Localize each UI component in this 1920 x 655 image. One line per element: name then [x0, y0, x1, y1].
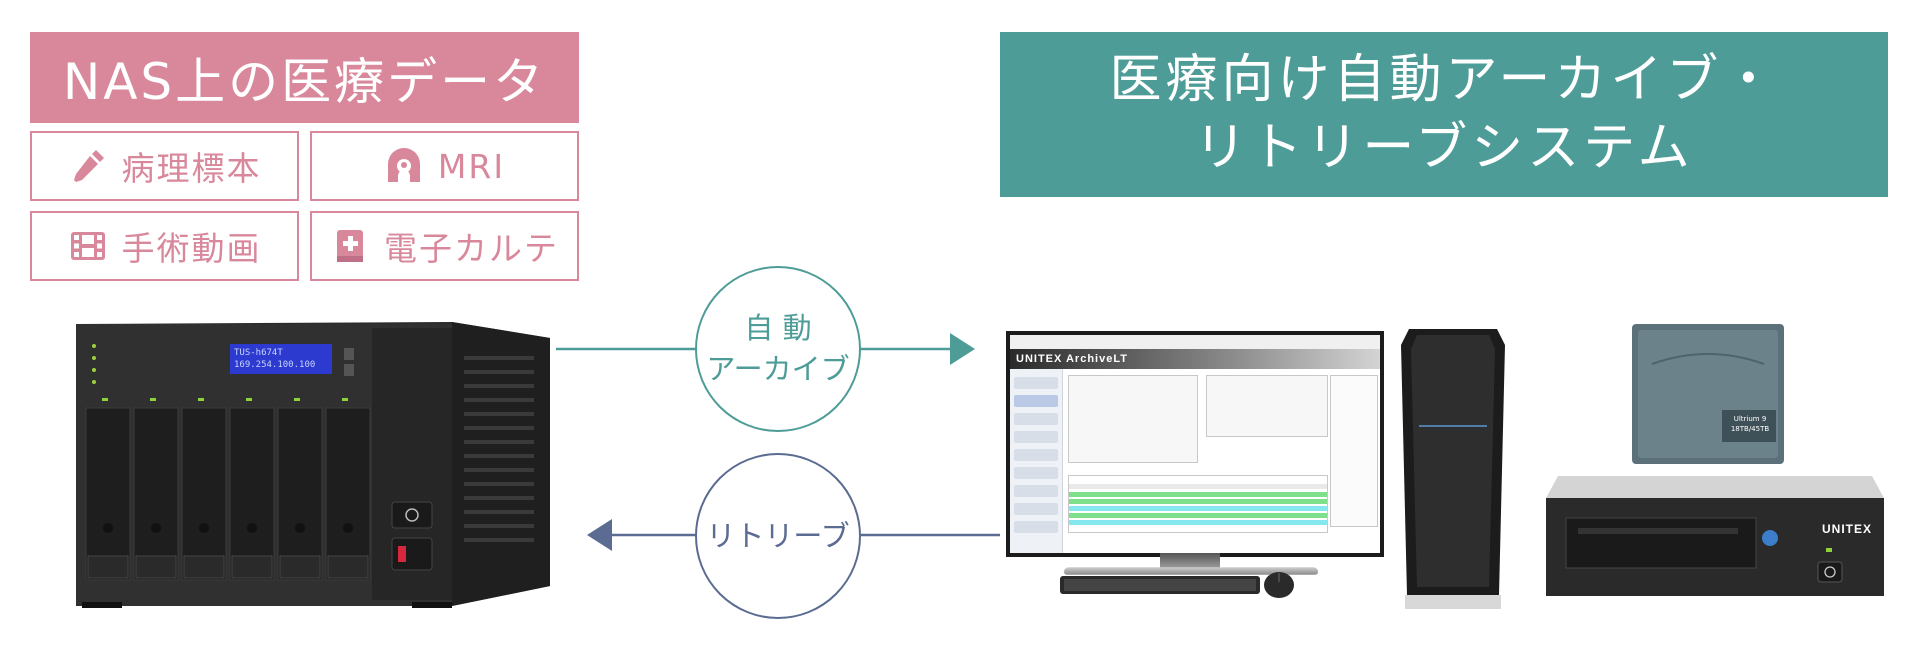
- drive-illustration: [1546, 476, 1884, 596]
- tile-surgery-video: 手術動画: [30, 211, 299, 281]
- app-menubar: [1010, 335, 1380, 350]
- folder-tree-pane: [1068, 375, 1198, 463]
- tape-label-gen: Ultrium 9: [1733, 415, 1767, 423]
- film-icon: [70, 232, 105, 260]
- tape-illustration: [1632, 324, 1784, 464]
- nas-lcd-ip: 169.254.100.100: [234, 360, 316, 370]
- tape-label-capacity: 18TB/45TB: [1730, 425, 1770, 433]
- lto-tape-drive: UNITEX: [1546, 476, 1884, 600]
- tile-pathology: 病理標本: [30, 131, 299, 201]
- app-sidebar: [1010, 369, 1063, 553]
- monitor: UNITEX ArchiveLT: [1000, 327, 1384, 595]
- info-pane: [1330, 375, 1378, 527]
- auto-label: 自 動: [744, 311, 812, 346]
- lto-tape-cartridge: Ultrium 9 18TB/45TB: [1632, 324, 1784, 464]
- mri-scanner-icon: [387, 148, 420, 182]
- archive-label: アーカイブ: [706, 352, 850, 386]
- retrieve-label: リトリーブ: [706, 518, 850, 553]
- drive-brand: UNITEX: [1822, 522, 1873, 536]
- dropper-icon: [73, 150, 104, 182]
- mouse: [1264, 572, 1294, 598]
- tile-mri: MRI: [310, 131, 579, 201]
- auto-archive-circle: 自 動 アーカイブ: [695, 266, 861, 432]
- nas-device: TUS-h674T 169.254.100.100: [72, 316, 556, 608]
- archive-arrow-head: [950, 333, 975, 365]
- tile-label: 電子カルテ: [384, 229, 559, 268]
- title-line-1: 医療向け自動アーカイブ・: [1109, 49, 1779, 110]
- file-list-pane: [1068, 475, 1328, 533]
- tower-pc: [1401, 329, 1505, 609]
- app-title-bar: UNITEX ArchiveLT: [1010, 349, 1380, 369]
- monitor-stand-neck: [1160, 553, 1220, 571]
- details-pane: [1206, 375, 1328, 437]
- nas-illustration: [76, 322, 550, 608]
- retrieve-arrow-head: [587, 519, 612, 551]
- tile-label: 手術動画: [121, 229, 262, 268]
- tile-label: MRI: [437, 146, 506, 186]
- keyboard: [1060, 576, 1260, 594]
- nas-lcd-model: TUS-h674T: [234, 348, 283, 358]
- retrieve-circle: リトリーブ: [695, 453, 861, 619]
- medical-record-icon: [337, 230, 363, 262]
- title-line-2: リトリーブシステム: [1194, 117, 1694, 178]
- tile-ehr: 電子カルテ: [310, 211, 579, 281]
- nas-data-title: NAS上の医療データ: [30, 32, 579, 123]
- tile-label: 病理標本: [121, 149, 262, 188]
- archive-system-title: 医療向け自動アーカイブ・ リトリーブシステム: [1000, 32, 1888, 197]
- archive-software-screen: UNITEX ArchiveLT: [1006, 331, 1384, 557]
